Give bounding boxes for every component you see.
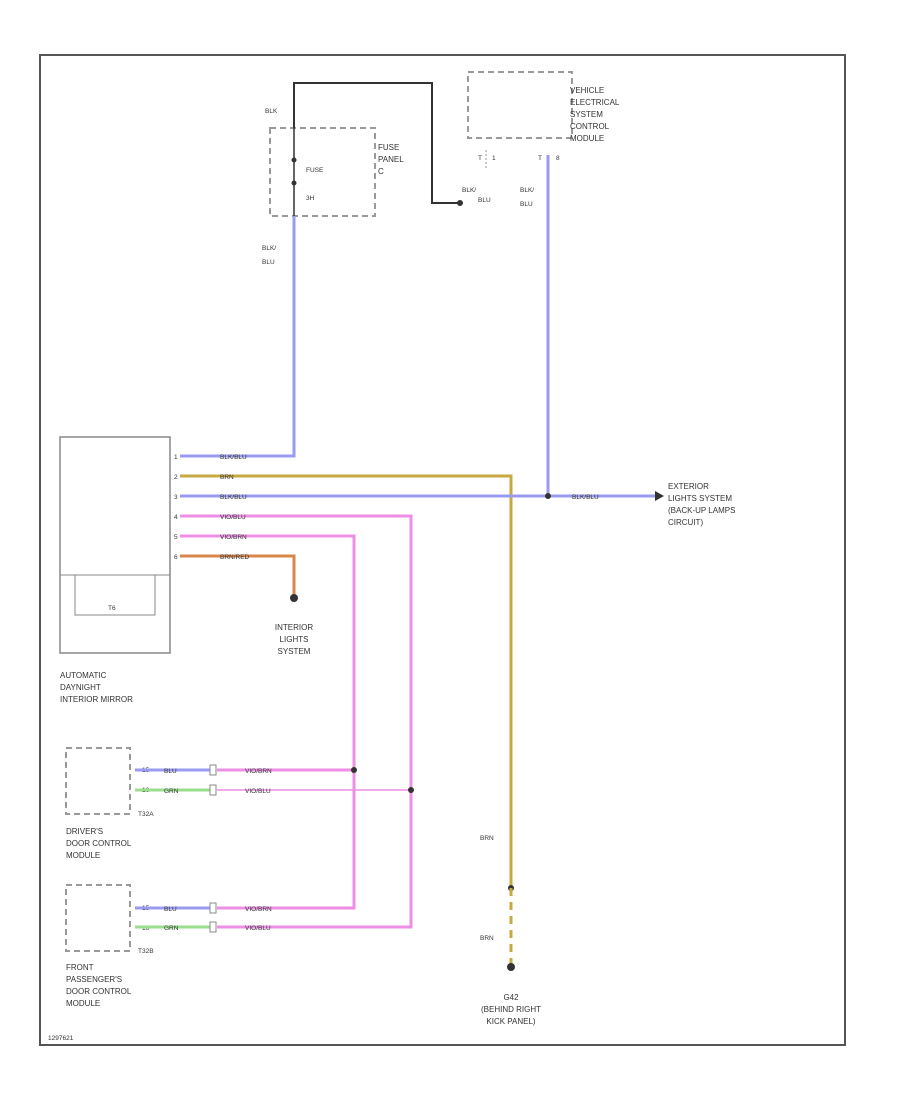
vescm-pin-b: T	[538, 155, 542, 162]
driver-wire-right-2: VIO/BLU	[245, 788, 271, 795]
mirror-pin-4: 4	[174, 514, 178, 521]
mirror-pins: 1 2 3 4 5 6	[174, 454, 178, 561]
mirror-pin-2: 2	[174, 474, 178, 481]
exterior-label-2: LIGHTS SYSTEM	[668, 494, 732, 503]
vescm-label-5: MODULE	[570, 134, 604, 143]
driver-wire-right-1: VIO/BRN	[245, 768, 272, 775]
passenger-connector-16	[209, 921, 217, 933]
mirror-wire-label-3: BLK/BLU	[220, 494, 247, 501]
fuse-panel-title-1: FUSE	[378, 143, 399, 152]
fuse-panel-title-2: PANEL	[378, 155, 404, 164]
vescm-label-4: CONTROL	[570, 122, 610, 131]
vescm-label-2: ELECTRICAL	[570, 98, 620, 107]
driver-connector-16	[209, 784, 217, 796]
mirror-wire-label-5: VIO/BRN	[220, 534, 247, 541]
interior-lights-label-3: SYSTEM	[278, 647, 311, 656]
vescm-wire-b-label-2: BLU	[520, 201, 533, 208]
mirror-wire-label-6: BRN/RED	[220, 554, 250, 561]
mirror-label-3: INTERIOR MIRROR	[60, 695, 133, 704]
mirror-wire-label-2: BRN	[220, 474, 234, 481]
fuse-out-wire-label-1: BLK/	[262, 245, 276, 252]
mirror-label-2: DAYNIGHT	[60, 683, 101, 692]
footer-code: 1297621	[48, 1035, 74, 1042]
mirror-wire-label-4: VIO/BLU	[220, 514, 246, 521]
exterior-label-3: (BACK-UP LAMPS	[668, 506, 735, 515]
ground-label-1: G42	[503, 993, 519, 1002]
driver-label-3: MODULE	[66, 851, 100, 860]
passenger-label-3: DOOR CONTROL	[66, 987, 132, 996]
ground-wire-bottom: BRN	[480, 935, 494, 942]
power-wire	[293, 82, 460, 204]
mirror-pin-1: 1	[174, 454, 178, 461]
fuse-out-wire-label-2: BLU	[262, 259, 275, 266]
passenger-connector-15	[209, 902, 217, 914]
driver-connector-15	[209, 764, 217, 776]
junction-dot	[545, 493, 551, 499]
passenger-connector: T32B	[138, 948, 154, 955]
fuse-number: 3H	[306, 195, 315, 202]
splice-dot	[457, 200, 463, 206]
mirror-pin-3: 3	[174, 494, 178, 501]
vescm-module: VEHICLE ELECTRICAL SYSTEM CONTROL MODULE…	[462, 71, 620, 208]
driver-wire-left-1: BLU	[164, 768, 177, 775]
driver-connector: T32A	[138, 811, 154, 818]
vescm-wire-a-label-1: BLK/	[462, 187, 476, 194]
exterior-label-4: CIRCUIT)	[668, 518, 703, 527]
passenger-label-1: FRONT	[66, 963, 94, 972]
interior-lights-terminal	[290, 594, 298, 602]
wire-brn	[180, 474, 513, 888]
diagram-frame	[39, 54, 846, 1046]
driver-label-1: DRIVER'S	[66, 827, 103, 836]
passenger-wire-left-1: BLU	[164, 906, 177, 913]
exterior-wire-label: BLK/BLU	[572, 494, 599, 501]
vescm-label-3: SYSTEM	[570, 110, 603, 119]
passenger-door-module: 15 16 T32B FRONT PASSENGER'S DOOR CONTRO…	[65, 884, 154, 1008]
driver-label-2: DOOR CONTROL	[66, 839, 132, 848]
passenger-wire-right-1: VIO/BRN	[245, 906, 272, 913]
splice-driver-2	[408, 787, 414, 793]
passenger-label-4: MODULE	[66, 999, 100, 1008]
vescm-wire-a-label-2: BLU	[478, 197, 491, 204]
fuse-label: FUSE	[306, 167, 324, 174]
mirror-pin-6: 6	[174, 554, 178, 561]
vescm-pin-b-num: 8	[556, 155, 560, 162]
mirror-inner-label: T6	[108, 605, 116, 612]
vescm-label-1: VEHICLE	[570, 86, 604, 95]
wire-vio-blu	[180, 514, 413, 929]
wire-blk-blu-1	[180, 216, 296, 458]
interior-lights-label-1: INTERIOR	[275, 623, 313, 632]
wire-vio-brn	[180, 534, 356, 910]
ground-label-2: (BEHIND RIGHT	[481, 1005, 541, 1014]
interior-lights-label-2: LIGHTS	[280, 635, 309, 644]
driver-door-module: 15 16 T32A DRIVER'S DOOR CONTROL MODULE	[65, 747, 154, 860]
driver-wire-left-2: GRN	[164, 788, 179, 795]
ground-terminal	[507, 963, 515, 971]
mirror-component: T6 AUTOMATIC DAYNIGHT INTERIOR MIRROR	[59, 436, 171, 704]
power-wire-label: BLK	[265, 108, 278, 115]
vescm-pin-a-num: 1	[492, 155, 496, 162]
vescm-wire-b-label-1: BLK/	[520, 187, 534, 194]
splice-driver-1	[351, 767, 357, 773]
passenger-label-2: PASSENGER'S	[66, 975, 122, 984]
passenger-wire-left-2: GRN	[164, 925, 179, 932]
passenger-wire-right-2: VIO/BLU	[245, 925, 271, 932]
wire-brn-red	[180, 554, 296, 598]
mirror-pin-5: 5	[174, 534, 178, 541]
mirror-wire-label-1: BLK/BLU	[220, 454, 247, 461]
fuse-panel-title-3: C	[378, 167, 384, 176]
ground-label-3: KICK PANEL)	[486, 1017, 536, 1026]
vescm-pin-a: T	[478, 155, 482, 162]
fuse-panel: FUSE 3H FUSE PANEL C BLK	[265, 108, 404, 217]
exterior-label-1: EXTERIOR	[668, 482, 709, 491]
mirror-label-1: AUTOMATIC	[60, 671, 107, 680]
exterior-arrow	[655, 491, 664, 501]
ground-wire-top: BRN	[480, 835, 494, 842]
